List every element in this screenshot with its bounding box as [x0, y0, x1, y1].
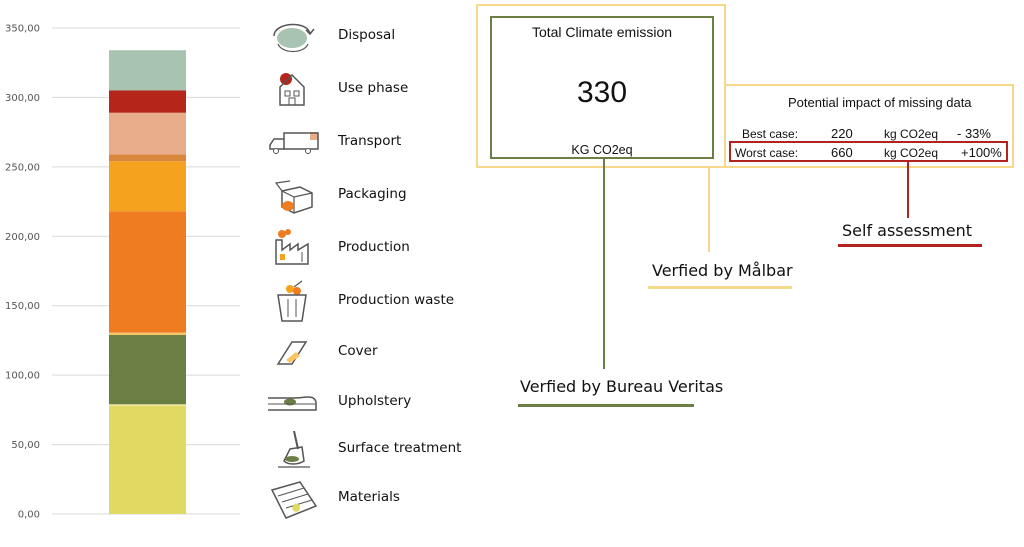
y-tick-label: 300,00	[5, 93, 40, 104]
legend-item-transport: Transport	[262, 120, 482, 164]
best-case-label: Best case:	[742, 127, 799, 141]
legend-label: Transport	[338, 133, 402, 149]
bureau-veritas-connector	[603, 159, 605, 369]
bar-segment-materials	[109, 405, 186, 514]
worst-case-unit: kg CO2eq	[884, 146, 939, 160]
y-tick-label: 100,00	[5, 371, 40, 382]
y-tick-label: 0,00	[18, 510, 40, 521]
self-assessment-connector	[907, 162, 909, 218]
bar-segment-surface-treatment	[109, 404, 186, 406]
bar-segment-disposal-end	[109, 50, 186, 91]
malbar-label: Verfied by Målbar	[652, 261, 793, 280]
bar-segment-packaging	[109, 161, 186, 212]
legend-item-packaging: Packaging	[262, 173, 482, 217]
legend-item-cover: Cover	[262, 330, 482, 374]
total-title: Total Climate emission	[531, 24, 673, 40]
impact-frame	[724, 84, 1014, 168]
upholstery-icon	[268, 396, 317, 411]
legend-label: Upholstery	[338, 393, 412, 409]
malbar-connector	[708, 168, 710, 252]
self-assessment-label: Self assessment	[842, 221, 972, 240]
stacked-bar-chart: 0,00 50,00 100,00 150,00 200,00 250,00 300,00 3…	[5, 24, 240, 521]
bureau-veritas-label: Verfied by Bureau Veritas	[520, 377, 724, 396]
legend: Disposal Use phase Transport Packaging	[262, 0, 482, 547]
total-emission-box: Total Climate emission 330 KG CO2eq	[490, 16, 714, 159]
best-case-unit: kg CO2eq	[884, 127, 939, 141]
wood-planks-icon	[270, 481, 318, 519]
bar-segment-production	[109, 211, 186, 333]
bar-segment-cover	[109, 332, 186, 335]
bar-segment-disposal	[109, 90, 186, 113]
legend-item-production: Production	[262, 226, 482, 270]
y-tick-label: 200,00	[5, 232, 40, 243]
legend-label: Production waste	[338, 292, 455, 308]
legend-item-surface-treatment: Surface treatment	[262, 427, 482, 471]
impact-title: Potential impact of missing data	[788, 95, 972, 110]
fabric-icon	[276, 341, 308, 365]
y-tick-label: 50,00	[11, 440, 40, 451]
y-tick-label: 250,00	[5, 162, 40, 173]
bar-segment-use-phase	[109, 112, 186, 155]
worst-case-value: 660	[831, 145, 853, 160]
legend-label: Materials	[338, 489, 400, 505]
worst-case-change: +100%	[961, 145, 1002, 160]
bar-segment-transport	[109, 154, 186, 162]
legend-label: Use phase	[338, 80, 409, 96]
legend-item-production-waste: Production waste	[262, 279, 482, 323]
y-tick-label: 350,00	[5, 24, 40, 35]
total-unit: KG CO2eq	[571, 143, 633, 157]
total-value: 330	[576, 76, 628, 109]
worst-case-highlight	[729, 141, 1008, 162]
legend-label: Disposal	[338, 27, 396, 43]
malbar-underline	[648, 286, 792, 289]
legend-label: Surface treatment	[338, 440, 462, 456]
waste-bin-icon	[277, 280, 307, 322]
legend-item-disposal: Disposal	[262, 14, 482, 58]
house-icon	[279, 73, 305, 106]
legend-item-use-phase: Use phase	[262, 67, 482, 111]
best-case-change: - 33%	[957, 126, 991, 141]
legend-item-upholstery: Upholstery	[262, 380, 482, 424]
disposal-icon	[273, 23, 315, 53]
bar-segment-upholstery	[109, 334, 186, 405]
bar-segment-production-waste	[109, 332, 186, 333]
truck-icon	[269, 132, 319, 154]
worst-case-label: Worst case:	[735, 146, 799, 160]
legend-item-materials: Materials	[262, 476, 482, 520]
y-tick-label: 150,00	[5, 301, 40, 312]
bureau-veritas-underline	[518, 404, 694, 407]
brush-icon	[278, 430, 310, 468]
legend-label: Packaging	[338, 186, 407, 202]
malbar-frame	[476, 4, 726, 168]
box-icon	[274, 180, 313, 214]
best-case-value: 220	[831, 126, 853, 141]
self-assessment-underline	[838, 244, 982, 247]
legend-label: Cover	[338, 343, 378, 359]
factory-icon	[275, 229, 309, 265]
legend-label: Production	[338, 239, 410, 255]
